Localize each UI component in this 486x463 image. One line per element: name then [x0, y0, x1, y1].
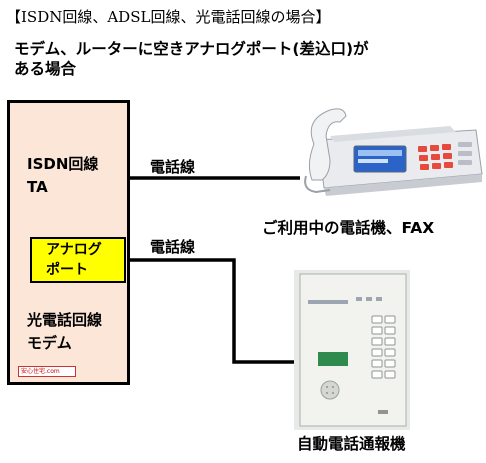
analog-port-label-1: アナログ: [46, 242, 102, 258]
site-logo: 安心住宅.com: [18, 366, 76, 377]
phone-fax-caption: ご利用中の電話機、FAX: [262, 219, 435, 237]
modem-label: モデム: [27, 334, 72, 352]
phone-line-label-1: 電話線: [150, 158, 196, 176]
subheading-line-1: モデム、ルーターに空きアナログポート(差込口)が: [14, 40, 369, 58]
ta-label: TA: [27, 178, 48, 196]
analog-port: アナログ ポート: [30, 237, 126, 283]
page-heading: 【ISDN回線、ADSL回線、光電話回線の場合】: [6, 8, 331, 26]
telephone-fax-image: [300, 100, 486, 200]
alarm-wire: [126, 258, 300, 364]
analog-port-label-2: ポート: [46, 262, 88, 278]
phone-line-label-2: 電話線: [150, 238, 196, 256]
isdn-label: ISDN回線: [27, 155, 99, 173]
auto-dialer-image: [294, 270, 410, 430]
auto-dialer-caption: 自動電話通報機: [297, 435, 406, 453]
subheading-line-2: ある場合: [14, 60, 77, 78]
fiber-phone-label: 光電話回線: [27, 311, 103, 329]
